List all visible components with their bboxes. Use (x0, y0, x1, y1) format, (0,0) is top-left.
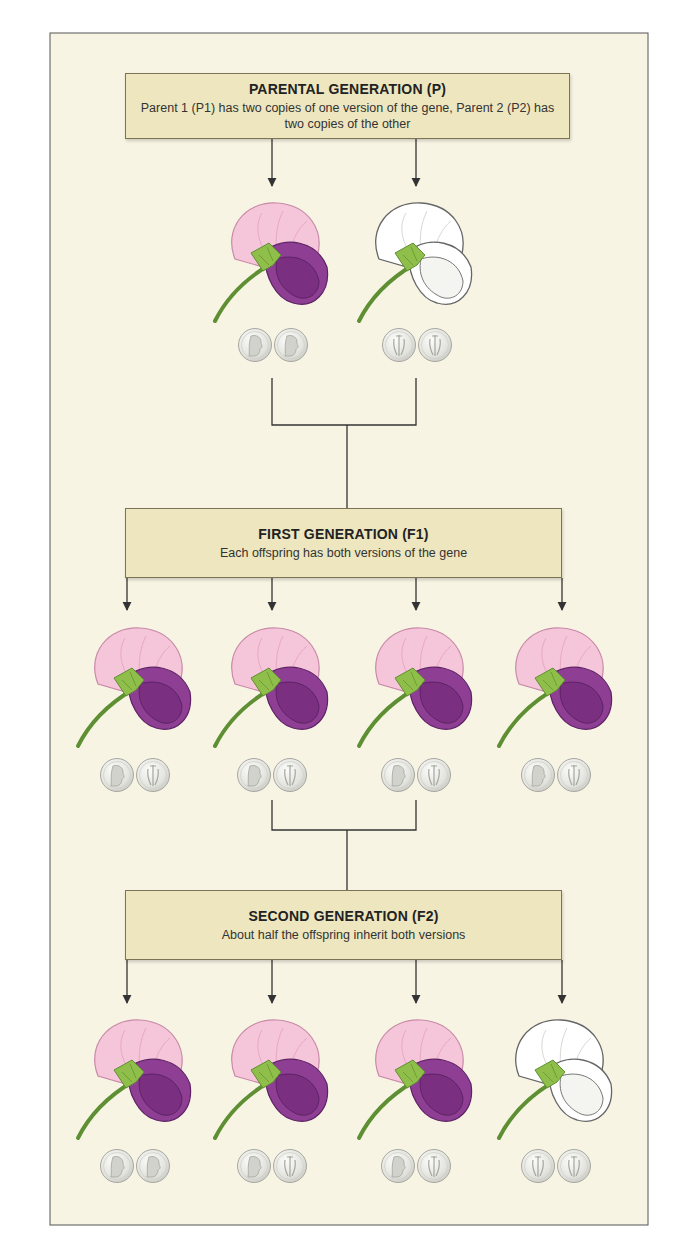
coin-tails (274, 759, 307, 792)
arrow (271, 138, 272, 186)
purple-flower (359, 1020, 472, 1138)
purple-flower (215, 628, 328, 746)
arrow (126, 960, 127, 1003)
coin-heads (382, 759, 415, 792)
cross-bracket (272, 800, 416, 890)
purple-flower (215, 203, 328, 321)
banner-heading: FIRST GENERATION (F1) (258, 525, 428, 543)
banner-description: Each offspring has both versions of the … (220, 545, 467, 561)
parent-plants (215, 203, 472, 362)
coin-tails (419, 329, 452, 362)
cross-bracket (272, 378, 416, 508)
coin-tails (558, 759, 591, 792)
coin-heads (238, 1150, 271, 1183)
purple-flower (499, 628, 612, 746)
coin-tails (137, 759, 170, 792)
coin-heads (522, 759, 555, 792)
generation-banner: SECOND GENERATION (F2) About half the off… (125, 890, 562, 960)
arrow (561, 960, 562, 1003)
banner-description: Parent 1 (P1) has two copies of one vers… (140, 100, 555, 132)
generation-banner: FIRST GENERATION (F1) Each offspring has … (125, 508, 562, 578)
purple-flower (78, 1020, 191, 1138)
arrow (415, 138, 416, 186)
arrow (415, 960, 416, 1003)
coin-heads (238, 759, 271, 792)
arrow (561, 578, 562, 610)
coin-heads (275, 329, 308, 362)
arrow (126, 578, 127, 610)
generation-banner: PARENTAL GENERATION (P) Parent 1 (P1) has… (125, 73, 570, 139)
white-flower (359, 203, 472, 321)
banner-description: About half the offspring inherit both ve… (222, 927, 466, 943)
white-flower (499, 1020, 612, 1138)
coin-heads (382, 1150, 415, 1183)
arrow (415, 578, 416, 610)
coin-heads (137, 1150, 170, 1183)
f2-plants (78, 1020, 612, 1183)
coin-heads (101, 759, 134, 792)
purple-flower (215, 1020, 328, 1138)
coin-heads (101, 1150, 134, 1183)
coin-tails (522, 1150, 555, 1183)
coin-tails (558, 1150, 591, 1183)
arrow (271, 578, 272, 610)
coin-tails (418, 759, 451, 792)
banner-heading: PARENTAL GENERATION (P) (249, 80, 446, 98)
arrow (271, 960, 272, 1003)
banner-heading: SECOND GENERATION (F2) (248, 907, 438, 925)
coin-tails (383, 329, 416, 362)
coin-heads (239, 329, 272, 362)
frame (50, 33, 648, 1225)
purple-flower (359, 628, 472, 746)
coin-tails (418, 1150, 451, 1183)
purple-flower (78, 628, 191, 746)
f1-plants (78, 628, 612, 792)
coin-tails (274, 1150, 307, 1183)
